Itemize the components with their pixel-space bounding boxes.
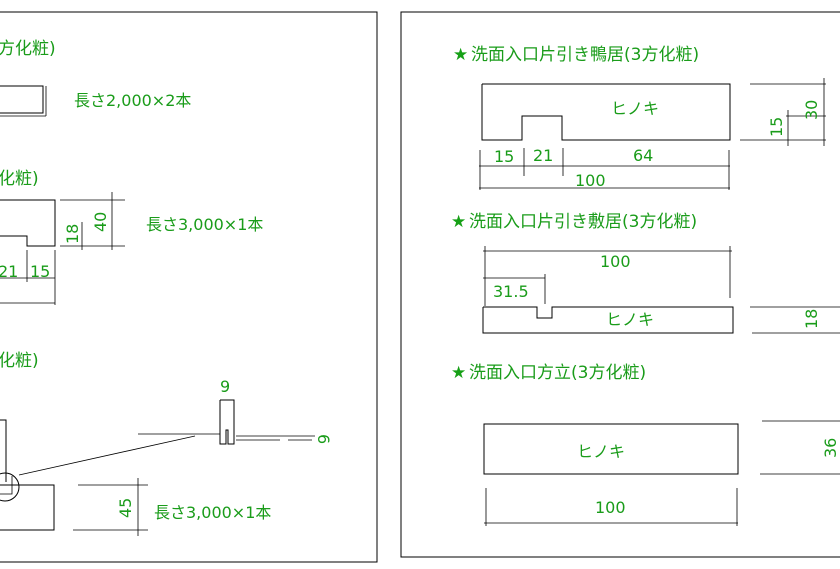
left-part2-title: 化粧) xyxy=(0,169,39,189)
left-part3-leader xyxy=(18,435,196,476)
houdate-star: ★ xyxy=(451,363,466,383)
houdate-dim-36: 36 xyxy=(821,438,840,458)
kamoi-profile xyxy=(481,83,731,141)
kamoi-dim-15-side: 15 xyxy=(767,117,786,137)
left-part1-board xyxy=(0,85,44,114)
shikii-material: ヒノキ xyxy=(606,310,654,329)
left-panel-frame xyxy=(0,11,378,563)
left-part1: 方化粧) 長さ2,000×2本 xyxy=(0,39,191,117)
shikii-dim-100: 100 xyxy=(600,252,631,271)
shikii-star: ★ xyxy=(451,212,466,232)
shikii-dim-18: 18 xyxy=(802,309,821,329)
kamoi-dim-64: 64 xyxy=(633,146,653,165)
left-part3-title: 化粧) xyxy=(0,351,39,371)
left-part3: 化粧) 9 6 45 長さ3,000×1本 xyxy=(0,351,333,536)
left-part3-length: 長さ3,000×1本 xyxy=(154,503,271,522)
left-part1-length: 長さ2,000×2本 xyxy=(74,91,191,110)
left-part2-dim-15: 15 xyxy=(30,262,50,281)
shikii-dim-315: 31.5 xyxy=(493,282,529,301)
kamoi-section: ★ 洗面入口片引き鴨居(3方化粧) ヒノキ 15 21 64 100 30 15 xyxy=(453,45,826,190)
left-part3-detail-tongue xyxy=(219,399,235,445)
left-part2-length: 長さ3,000×1本 xyxy=(146,215,263,234)
kamoi-dim-30: 30 xyxy=(802,100,821,120)
left-part3-dim-6: 6 xyxy=(314,434,333,444)
houdate-material: ヒノキ xyxy=(577,442,625,461)
left-part3-detail-groove xyxy=(0,476,13,495)
left-part2-dim-21: 21 xyxy=(0,262,18,281)
houdate-profile xyxy=(483,423,739,475)
kamoi-dim-21: 21 xyxy=(533,146,553,165)
shikii-section: ★ 洗面入口片引き敷居(3方化粧) 100 31.5 ヒノキ 18 xyxy=(451,212,840,334)
houdate-dim-100: 100 xyxy=(595,498,626,517)
kamoi-material: ヒノキ xyxy=(611,99,659,118)
kamoi-title: 洗面入口片引き鴨居(3方化粧) xyxy=(471,45,699,65)
kamoi-dim-15: 15 xyxy=(494,147,514,166)
shikii-profile xyxy=(482,306,734,334)
houdate-section: ★ 洗面入口方立(3方化粧) ヒノキ 100 36 xyxy=(451,363,840,526)
left-part3-section xyxy=(0,484,55,531)
left-part2-section xyxy=(0,199,56,247)
left-part2-dim-18: 18 xyxy=(63,224,82,244)
left-part2: 化粧) 40 18 21 15 長さ3,000×1本 xyxy=(0,169,263,305)
left-part3-dim-9: 9 xyxy=(220,377,230,396)
kamoi-dim-100: 100 xyxy=(575,171,606,190)
right-panel-frame xyxy=(400,11,840,558)
left-part2-dim-40: 40 xyxy=(91,212,110,232)
left-part1-title: 方化粧) xyxy=(0,39,56,59)
houdate-title: 洗面入口方立(3方化粧) xyxy=(469,363,646,383)
left-part3-detail-circle xyxy=(0,472,20,502)
kamoi-star: ★ xyxy=(453,45,468,65)
shikii-title: 洗面入口片引き敷居(3方化粧) xyxy=(469,212,697,232)
left-part3-section-upper xyxy=(0,419,7,482)
left-part3-dim-45: 45 xyxy=(116,498,135,518)
